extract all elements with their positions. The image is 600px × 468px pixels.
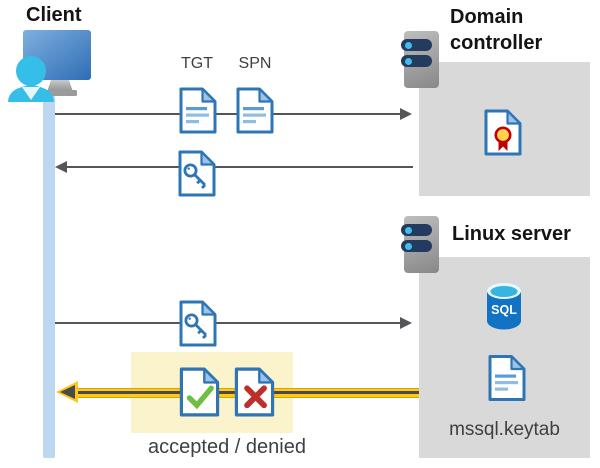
keytab-document-icon [488,355,526,401]
server-icon [401,216,439,273]
request-arrow-tgt-spn [55,113,401,115]
key-document-icon [179,300,217,347]
spn-caption: SPN [238,55,272,72]
server-led-icon [404,41,412,49]
request-arrow-service-ticket-head [400,317,412,329]
linux-server-title: Linux server [452,223,571,245]
request-arrow-tgt-spn-head [400,108,412,120]
certificate-icon [484,109,522,156]
sql-database-icon: SQL [487,283,521,330]
response-arrow-ticket-head [55,161,67,173]
keytab-caption: mssql.keytab [449,419,560,440]
tgt-caption: TGT [181,55,213,72]
domain-controller-title: Domain controller [450,6,543,54]
server-led-icon [404,242,412,250]
client-title: Client [26,4,82,26]
request-arrow-service-ticket [55,322,401,324]
check-document-icon [179,367,220,417]
client-lifeline [43,90,55,458]
sql-label: SQL [491,303,517,317]
tgt-document-icon [179,87,217,134]
response-arrow-ticket [67,166,413,168]
client-workstation-icon [8,30,91,102]
server-icon [401,31,439,88]
result-arrow-head [60,385,75,399]
server-drive-slot [401,39,432,51]
server-drive-slot [401,240,432,252]
server-drive-slot [401,55,432,67]
accepted-denied-caption: accepted / denied [148,436,306,458]
key-document-icon [178,150,216,197]
server-led-icon [404,57,412,65]
spn-document-icon [236,87,274,134]
x-document-icon [234,367,275,417]
server-drive-slot [401,224,432,236]
server-led-icon [404,226,412,234]
